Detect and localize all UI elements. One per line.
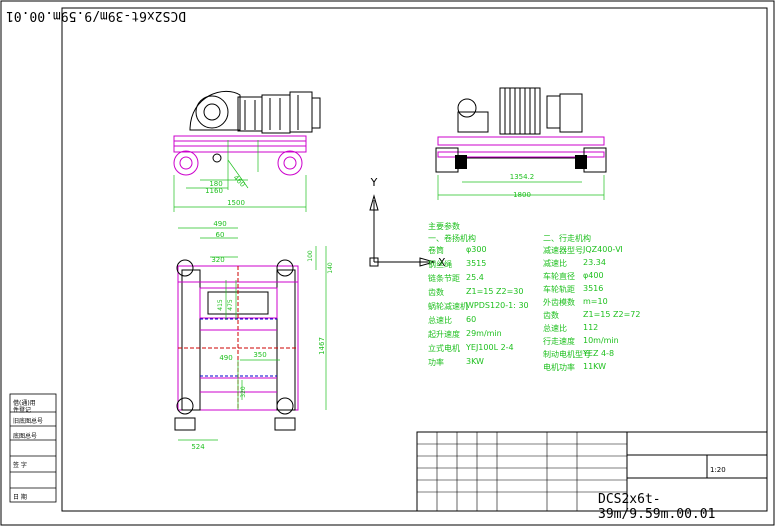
dim-side-1160: 1160 (205, 187, 223, 195)
dim-plan-320: 320 (211, 256, 224, 264)
dim-side-460: 460 (232, 174, 247, 189)
title-block (416, 431, 768, 512)
dim-side-180: 180 (209, 180, 222, 188)
left-spec-key-8: 功率 (428, 358, 444, 367)
left-spec-key-0: 卷筒 (428, 246, 444, 255)
left-spec-key-7: 立式电机 (428, 344, 460, 353)
dim-plan-100: 100 (307, 250, 314, 262)
dim-plan-1467: 1467 (318, 337, 326, 355)
dim-plan-524: 524 (191, 443, 205, 451)
inner-border (61, 7, 768, 512)
left-spec-value-5: 60 (466, 315, 477, 324)
left-table-label-2: 旧底图总号 (13, 418, 44, 425)
dim-plan-415: 415 (217, 299, 224, 311)
right-spec-value-3: 3516 (583, 284, 604, 293)
drawing-number-rotated: DCS2x6t-39m/9.59m.00.01 (6, 8, 187, 23)
right-spec-key-9: 电机功率 (543, 363, 575, 372)
left-spec-value-0: φ300 (466, 245, 487, 254)
left-spec-key-2: 链条节距 (428, 274, 460, 283)
right-spec-value-2: φ400 (583, 271, 604, 280)
right-spec-value-5: Z1=15 Z2=72 (583, 310, 641, 319)
left-table-label-1: 件登记 (13, 407, 32, 414)
dim-plan-475: 475 (227, 299, 234, 311)
dim-plan-350: 350 (253, 351, 266, 359)
right-spec-key-6: 总速比 (543, 324, 567, 333)
left-spec-value-3: Z1=15 Z2=30 (466, 287, 524, 296)
dim-plan-320b: 320 (240, 386, 247, 398)
axis-y-label: Y (370, 176, 378, 189)
right-spec-value-1: 23.34 (583, 258, 606, 267)
right-spec-key-8: 制动电机型号 (543, 350, 591, 359)
dim-plan-140: 140 (327, 262, 334, 274)
end-view: 1354.2 1800 (435, 87, 607, 200)
right-spec-value-4: m=10 (583, 297, 608, 306)
left-spec-value-2: 25.4 (466, 273, 484, 282)
left-strip-table (9, 393, 57, 503)
specs-right-heading: 二、行走机构 (543, 234, 591, 243)
left-table-label-4: 签 字 (13, 462, 27, 469)
left-spec-value-1: 3515 (466, 259, 487, 268)
dim-end-1800: 1800 (513, 191, 531, 199)
left-table-label-5: 日 期 (13, 494, 27, 501)
drawing-number: DCS2x6t-39m/9.59m.00.01 (598, 492, 716, 522)
left-spec-key-5: 总速比 (428, 316, 452, 325)
side-view: 1500 1160 180 460 (173, 90, 321, 212)
dim-end-1354: 1354.2 (510, 173, 535, 181)
right-spec-key-7: 行走速度 (543, 337, 575, 346)
specs-title: 主要参数 (428, 222, 460, 231)
left-spec-key-3: 齿数 (428, 288, 444, 297)
right-spec-value-7: 10m/min (583, 336, 619, 345)
right-spec-value-9: 11KW (583, 362, 607, 371)
left-spec-key-6: 起升速度 (428, 330, 460, 339)
right-spec-value-0: JQZ400-Ⅵ (583, 245, 623, 254)
right-spec-key-1: 减速比 (543, 259, 567, 268)
right-spec-key-4: 外齿模数 (543, 298, 575, 307)
right-spec-value-8: YEZ 4-8 (583, 349, 615, 358)
left-spec-value-7: YEJ100L 2-4 (466, 343, 514, 352)
dim-plan-60: 60 (216, 231, 225, 239)
plan-view: 490 60 320 415 475 490 350 320 1467 100 … (174, 220, 334, 451)
dim-side-1500: 1500 (227, 199, 245, 207)
left-spec-value-4: WPDS120-1: 30 (466, 301, 529, 310)
specs-left-heading: 一、卷扬机构 (428, 234, 476, 243)
dim-plan-490: 490 (213, 220, 226, 228)
left-spec-value-6: 29m/min (466, 329, 502, 338)
axis-x-label: X (438, 256, 446, 269)
right-spec-value-6: 112 (583, 323, 599, 332)
scale-label: 1:20 (710, 466, 726, 474)
ucs-axis-icon (369, 194, 436, 267)
left-table-label-3: 底图总号 (13, 433, 38, 440)
left-spec-key-4: 蜗轮减速机 (428, 302, 468, 311)
left-spec-value-8: 3KW (466, 357, 484, 366)
right-spec-key-5: 齿数 (543, 311, 559, 320)
right-spec-key-2: 车轮直径 (543, 272, 575, 281)
right-spec-key-3: 车轮轨距 (543, 285, 575, 294)
left-spec-key-1: 钢丝绳 (428, 260, 452, 269)
left-table-label-0: 借(通)用 (13, 400, 36, 407)
right-spec-key-0: 减速器型号 (543, 246, 583, 255)
dim-plan-490b: 490 (219, 354, 232, 362)
